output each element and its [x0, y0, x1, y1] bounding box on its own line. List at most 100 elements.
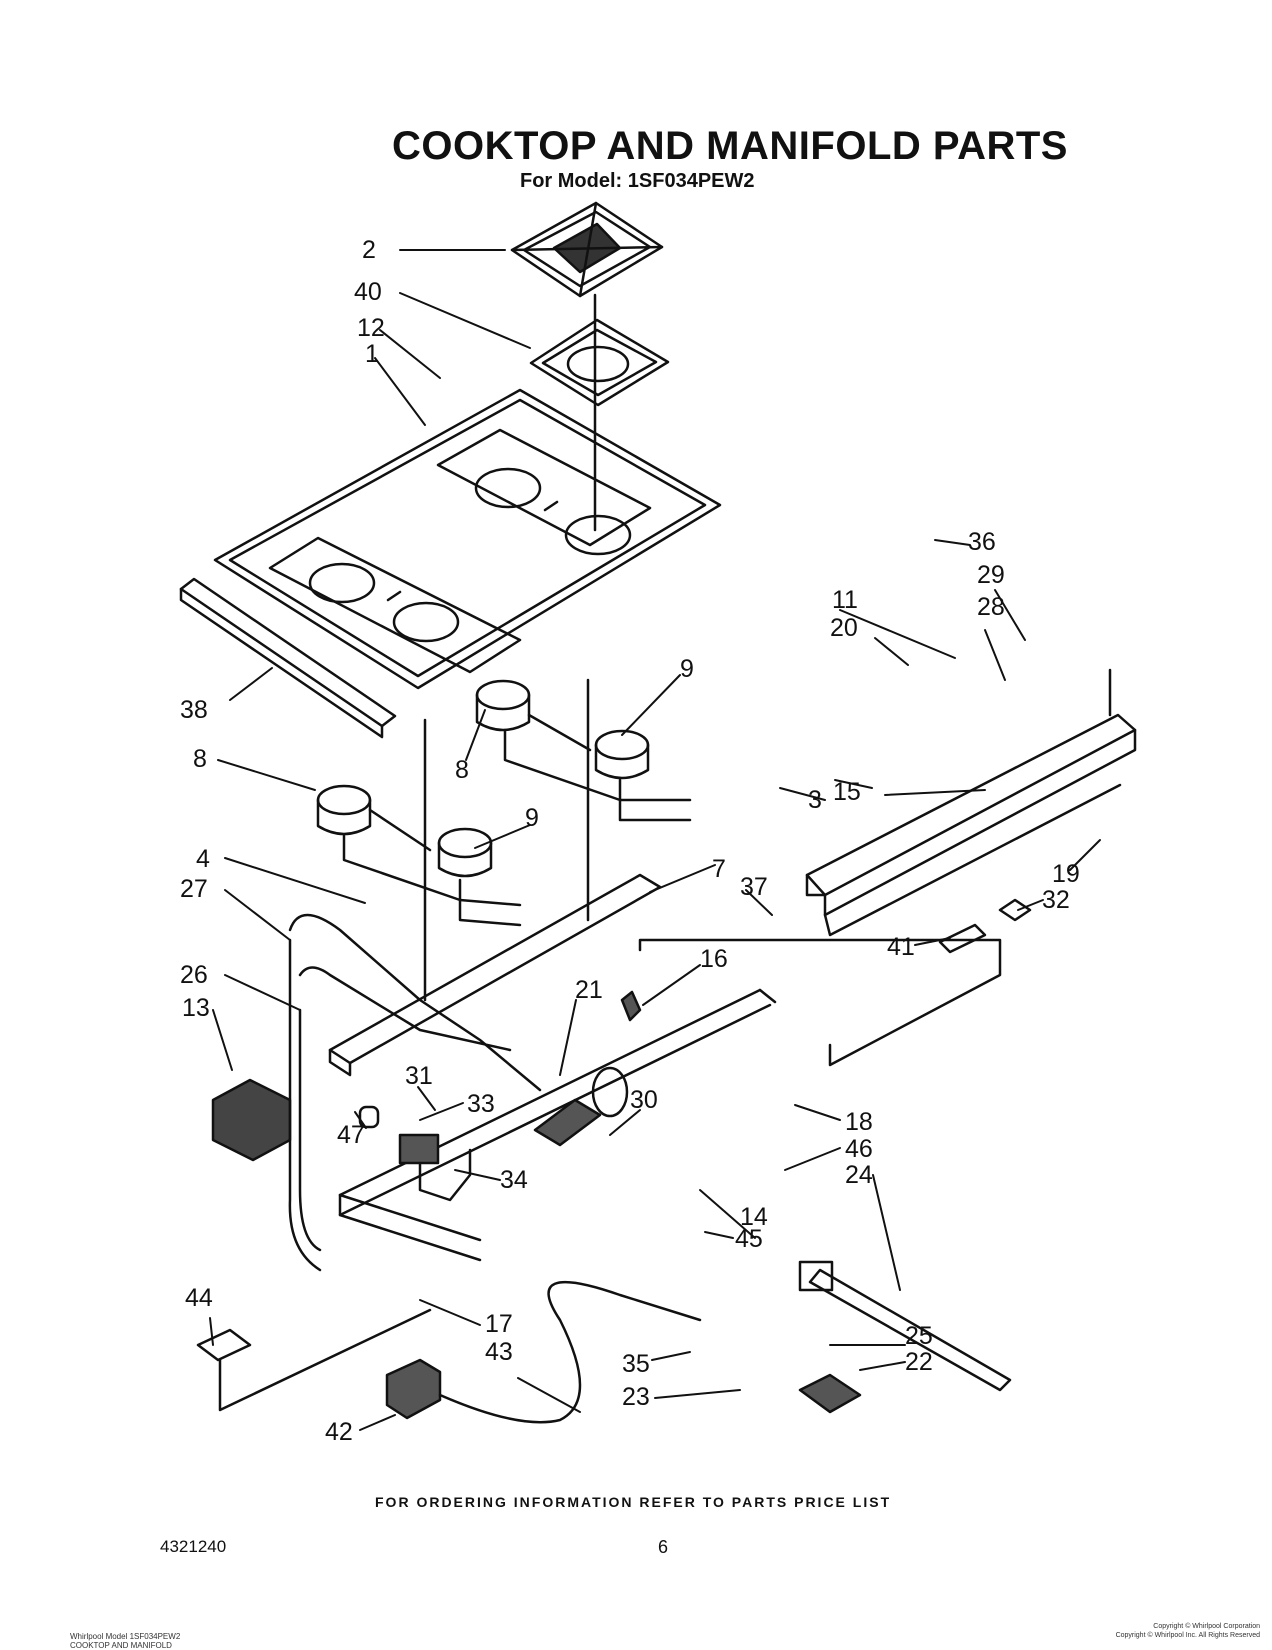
leader-line-34 [454, 1169, 501, 1181]
right-burner-assembly [475, 679, 692, 822]
mounting-clip [998, 898, 1032, 922]
gas-tube [298, 966, 512, 1052]
callout-25: 25 [905, 1322, 933, 1350]
leader-line-9b [474, 824, 531, 849]
cooktop-panel [213, 388, 722, 690]
callout-44: 44 [185, 1284, 213, 1312]
page-title: COOKTOP AND MANIFOLD PARTS [392, 124, 1068, 168]
callout-8-left: 8 [193, 745, 207, 773]
callout-35: 35 [622, 1350, 650, 1378]
callout-43: 43 [485, 1338, 513, 1366]
leader-line-19 [1069, 839, 1101, 871]
leader-line-15 [884, 789, 986, 796]
callout-13: 13 [182, 994, 210, 1022]
leader-line-20 [874, 637, 909, 666]
leader-line-46 [784, 1147, 841, 1171]
callout-29: 29 [977, 561, 1005, 589]
oven-igniter [798, 1373, 862, 1414]
pressure-regulator [211, 1078, 292, 1162]
callout-41: 41 [887, 933, 915, 961]
callout-30: 30 [630, 1086, 658, 1114]
front-trim-strip [179, 577, 397, 739]
gas-tube [298, 1008, 322, 1252]
leader-line-9a [621, 674, 681, 736]
document-number: 4321240 [160, 1537, 227, 1556]
burner-bowl [529, 318, 670, 407]
callout-17: 17 [485, 1310, 513, 1338]
leader-line-17 [419, 1299, 481, 1326]
leader-line-37 [745, 889, 773, 916]
callout-11: 11 [832, 586, 858, 614]
callout-40: 40 [354, 278, 382, 306]
callout-37: 37 [740, 873, 768, 901]
leader-line-30 [609, 1109, 641, 1136]
frame-outline [638, 938, 1002, 1067]
callout-33: 33 [467, 1090, 495, 1118]
leader-line-24 [872, 1174, 901, 1291]
callout-7: 7 [712, 855, 726, 883]
callout-15: 15 [833, 778, 861, 806]
callout-22: 22 [905, 1348, 933, 1376]
callout-16: 16 [700, 945, 728, 973]
leader-line-1 [374, 357, 426, 426]
leader-line-47 [354, 1111, 367, 1129]
leader-line-27 [224, 889, 291, 941]
callout-2: 2 [362, 236, 376, 264]
model-subtitle: For Model: 1SF034PEW2 [520, 170, 755, 192]
callout-26: 26 [180, 961, 208, 989]
leveling-bracket [196, 1328, 252, 1362]
callout-23: 23 [622, 1383, 650, 1411]
burner-grate [510, 201, 664, 298]
leader-line-21 [559, 999, 577, 1076]
gas-tube [288, 938, 322, 1272]
spark-module [398, 1133, 472, 1202]
callout-27: 27 [180, 875, 208, 903]
callout-19: 19 [1052, 860, 1080, 888]
leader-line-38 [229, 667, 273, 701]
leader-line-44 [209, 1317, 214, 1346]
leader-line-43 [517, 1377, 581, 1413]
leader-line-45 [704, 1231, 734, 1239]
callout-31: 31 [405, 1062, 433, 1090]
oven-burner-tube [798, 1260, 1012, 1392]
left-burner-assembly [316, 784, 522, 927]
callout-46: 46 [845, 1135, 873, 1163]
ignition-switch [533, 990, 642, 1147]
callout-18: 18 [845, 1108, 873, 1136]
footer-model-caption: Whirlpool Model 1SF034PEW2 COOKTOP AND M… [70, 1632, 181, 1650]
leader-line-41 [914, 937, 951, 946]
leader-line-42 [359, 1414, 396, 1431]
callout-9-left: 9 [525, 804, 539, 832]
callout-3: 3 [808, 786, 822, 814]
manifold-rail [805, 668, 1137, 937]
callout-28: 28 [977, 593, 1005, 621]
callout-12: 12 [357, 314, 385, 342]
burner-support-bracket [328, 873, 662, 1077]
callout-21: 21 [575, 976, 603, 1004]
leader-line-8a [217, 759, 316, 791]
footer-copyright: Copyright © Whirlpool Corporation Copyri… [1115, 1623, 1260, 1639]
leader-line-32 [1017, 899, 1044, 911]
mounting-bracket [938, 923, 987, 954]
leader-line-15-3 [779, 779, 873, 801]
callout-38: 38 [180, 696, 208, 724]
callout-8-right: 8 [455, 756, 469, 784]
leader-line-23 [654, 1389, 741, 1399]
oven-safety-valve [385, 1358, 442, 1420]
thermostat-capillary [438, 1280, 702, 1424]
callout-47: 47 [337, 1121, 365, 1149]
page-number: 6 [658, 1537, 669, 1557]
callout-1: 1 [365, 340, 379, 368]
callout-14: 14 [740, 1203, 768, 1231]
leader-line-22 [859, 1361, 906, 1371]
callout-45: 45 [735, 1225, 763, 1253]
leader-line-40 [399, 292, 531, 349]
leader-line-11 [839, 609, 956, 659]
ordering-info-note: FOR ORDERING INFORMATION REFER TO PARTS … [375, 1494, 892, 1510]
callout-36: 36 [968, 528, 996, 556]
leader-line-31 [417, 1086, 436, 1111]
callout-24: 24 [845, 1161, 873, 1189]
leader-line-35 [651, 1351, 691, 1361]
gas-tube [288, 913, 542, 1092]
